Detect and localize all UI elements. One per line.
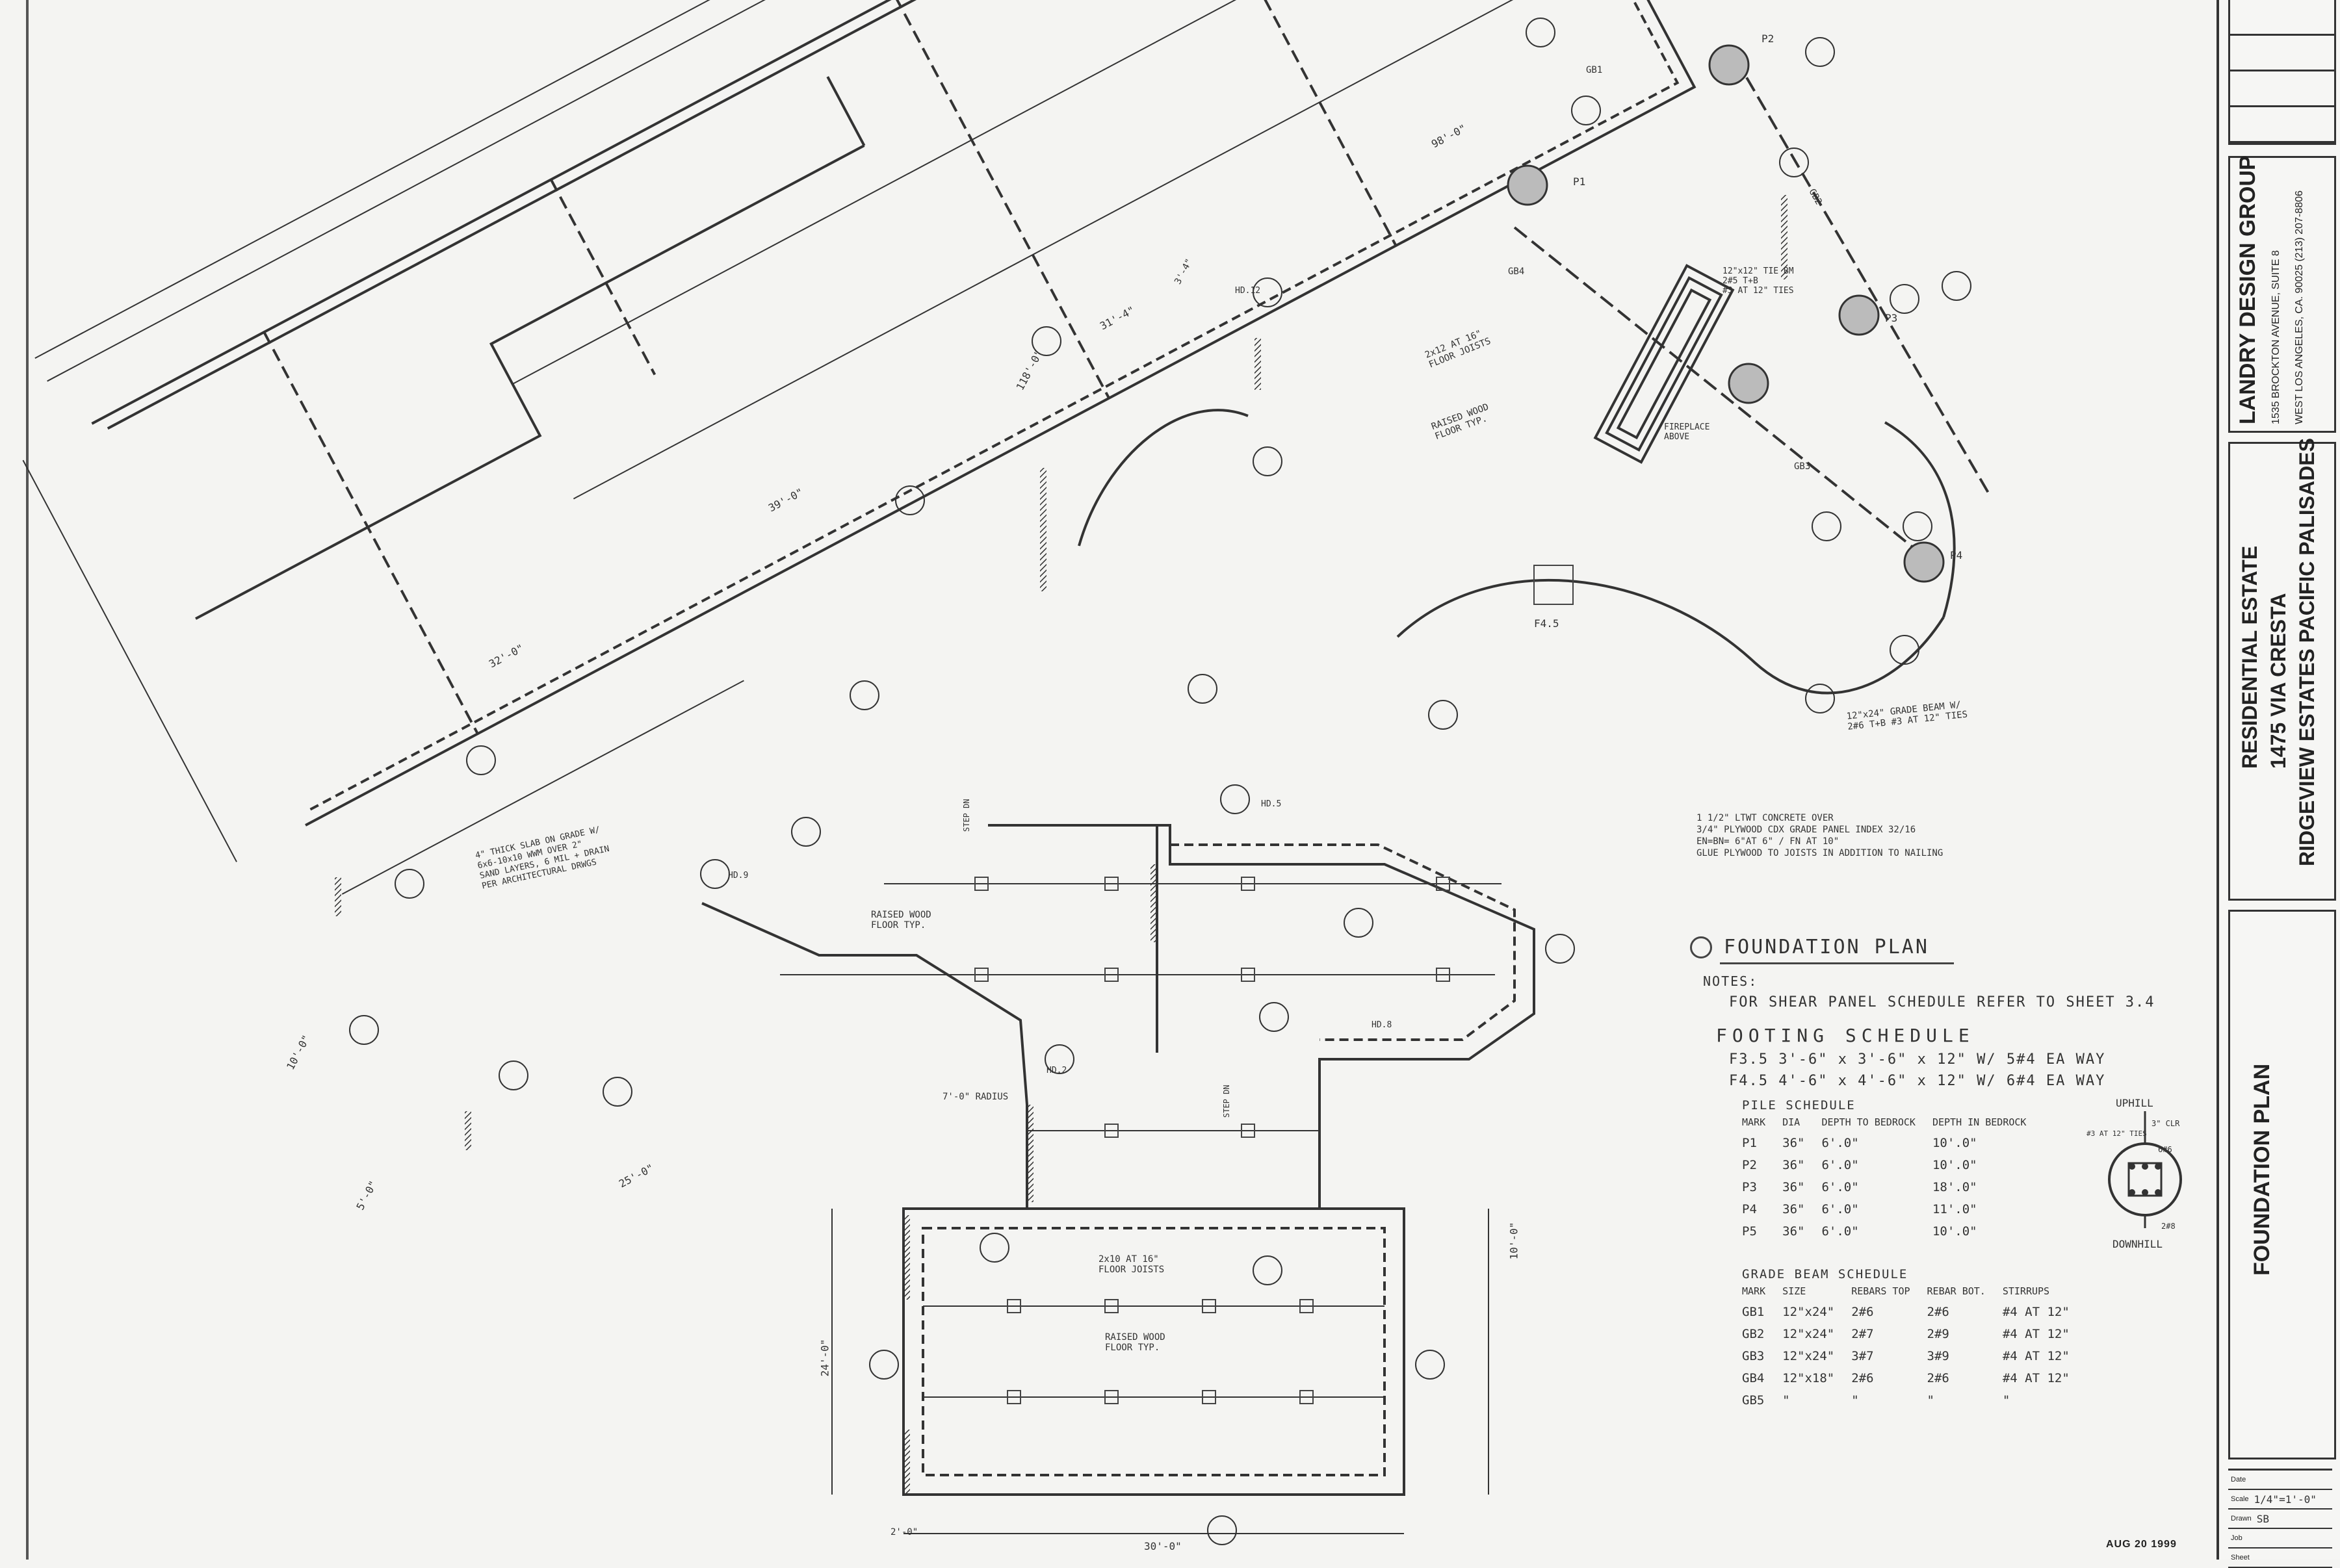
revision-grid	[2228, 0, 2336, 145]
dimension-label: 2'-0"	[890, 1527, 918, 1537]
project-line-2: 1475 VIA CRESTA	[2267, 593, 2290, 769]
bottom-wing	[831, 1207, 1489, 1534]
downhill-label: DOWNHILL	[2112, 1238, 2163, 1250]
raised-floor-note-1: RAISED WOOD FLOOR TYP.	[871, 910, 931, 931]
sheet-title-box: FOUNDATION PLAN	[2228, 910, 2336, 1459]
pile-label-p1: P1	[1573, 175, 1586, 188]
table-header: DEPTH TO BEDROCK	[1821, 1116, 1916, 1128]
radius-note: 7'-0" RADIUS	[942, 1092, 1009, 1102]
notes-label: NOTES:	[1703, 973, 1758, 989]
holdown-tag: HD.2	[1046, 1066, 1067, 1075]
tie-beam-note: 12"x12" TIE BM 2#5 T+B #3 AT 12" TIES	[1722, 266, 1794, 296]
project-box: RESIDENTIAL ESTATE 1475 VIA CRESTA RIDGE…	[2228, 438, 2336, 901]
sheet-title: FOUNDATION PLAN	[2250, 1063, 2274, 1276]
step-down-label: STEP DN	[1222, 1085, 1231, 1118]
pile-label-p2: P2	[1762, 32, 1774, 45]
table-header: DEPTH IN BEDROCK	[1932, 1116, 2027, 1128]
info-row-sheet: Sheet	[2228, 1549, 2332, 1568]
foundation-plan-title: FOUNDATION PLAN	[1724, 936, 1929, 958]
footing-row: F3.5 3'-6" x 3'-6" x 12" W/ 5#4 EA WAY	[1729, 1051, 2106, 1068]
table-header: DIA	[1782, 1116, 1800, 1128]
pile-schedule-title: PILE SCHEDULE	[1742, 1098, 1856, 1112]
uphill-label: UPHILL	[2116, 1097, 2153, 1109]
firm-name: LANDRY DESIGN GROUP	[2235, 155, 2260, 424]
pile-bot-label: 2#8	[2161, 1222, 2176, 1231]
grade-beam-schedule: GRADE BEAM SCHEDULE MARK SIZE REBARS TOP…	[1742, 1267, 2086, 1411]
fireplace	[1593, 264, 1735, 464]
lower-central-wing	[701, 824, 1535, 1210]
footing-label-f45: F4.5	[1534, 617, 1559, 630]
info-row-date: Date	[2228, 1471, 2332, 1490]
firm-city: WEST LOS ANGELES, CA. 90025 (213) 207-88…	[2294, 190, 2305, 424]
pile-section-icon	[2108, 1111, 2182, 1228]
foundation-notes: FOUNDATION PLAN NOTES: FOR SHEAR PANEL S…	[1690, 936, 2184, 1089]
dimension-label: 24'-0"	[818, 1339, 831, 1377]
holdown-tag: HD.12	[1235, 286, 1261, 296]
step-down-label: STEP DN	[962, 799, 971, 832]
plywood-note: 1 1/2" LTWT CONCRETE OVER 3/4" PLYWOOD C…	[1696, 813, 1944, 858]
floor-joists-note-2x10: 2x10 AT 16" FLOOR JOISTS	[1098, 1254, 1165, 1275]
footing-schedule-title: FOOTING SCHEDULE	[1716, 1025, 1975, 1046]
pile-schedule-table: MARK DIA DEPTH TO BEDROCK DEPTH IN BEDRO…	[1742, 1116, 2043, 1242]
firm-address: 1535 BROCKTON AVENUE, SUITE 8	[2270, 250, 2282, 424]
pile-ties-label: #3 AT 12" TIES	[2086, 1129, 2147, 1138]
dimension-label: 30'-0"	[1144, 1540, 1182, 1552]
grade-beam-schedule-title: GRADE BEAM SCHEDULE	[1742, 1267, 1908, 1281]
firm-box: LANDRY DESIGN GROUP 1535 BROCKTON AVENUE…	[2228, 155, 2336, 433]
sheet-border	[26, 0, 29, 1560]
holdown-tag: HD.9	[728, 871, 749, 880]
piles	[1507, 44, 1945, 583]
table-header: SIZE	[1782, 1285, 1806, 1297]
curved-wall	[1396, 578, 1945, 695]
footing-pads	[974, 565, 1574, 1404]
plan-title-bubble	[1690, 936, 1712, 958]
project-line-1: RESIDENTIAL ESTATE	[2238, 545, 2261, 769]
pile-label-p4: P4	[1950, 549, 1963, 561]
foundation-plan-drawing	[22, 0, 1990, 1545]
grade-beam-tag: GB4	[1508, 266, 1525, 277]
title-block: LANDRY DESIGN GROUP 1535 BROCKTON AVENUE…	[2216, 0, 2340, 1568]
table-header: REBARS TOP	[1851, 1285, 1910, 1297]
grade-beam-schedule-table: MARK SIZE REBARS TOP REBAR BOT. STIRRUPS…	[1742, 1285, 2086, 1411]
shear-walls	[335, 195, 1788, 1495]
pile-schedule: PILE SCHEDULE MARK DIA DEPTH TO BEDROCK …	[1742, 1098, 2043, 1242]
table-header: REBAR BOT.	[1927, 1285, 1986, 1297]
raised-floor-note-2: RAISED WOOD FLOOR TYP.	[1105, 1332, 1165, 1353]
pile-vert-label: 6#6	[2158, 1145, 2172, 1154]
date-stamp: AUG 20 1999	[2106, 1539, 2177, 1550]
dimension-label: 10'-0"	[1507, 1222, 1520, 1260]
grade-beam-tag: GB3	[1794, 461, 1811, 472]
grade-beam-line	[1734, 57, 1990, 495]
project-line-3: RIDGEVIEW ESTATES PACIFIC PALISADES	[2295, 437, 2319, 866]
fireplace-note: FIREPLACE ABOVE	[1664, 422, 1710, 442]
info-row-job: Job	[2228, 1529, 2332, 1549]
pile-clr-label: 3" CLR	[2152, 1119, 2180, 1128]
table-header: STIRRUPS	[2002, 1285, 2050, 1297]
holdown-tag: HD.5	[1261, 799, 1282, 809]
grade-beam-tag: GB1	[1586, 65, 1603, 75]
table-header: MARK	[1742, 1116, 1766, 1128]
table-row: GB5""""	[1742, 1393, 2010, 1407]
pile-label-p3: P3	[1885, 312, 1898, 324]
footing-row: F4.5 4'-6" x 4'-6" x 12" W/ 6#4 EA WAY	[1729, 1073, 2106, 1089]
holdown-tag: HD.8	[1372, 1020, 1392, 1030]
table-header: MARK	[1742, 1285, 1766, 1297]
section-callouts	[349, 18, 1971, 1545]
note-shear-panel: FOR SHEAR PANEL SCHEDULE REFER TO SHEET …	[1729, 994, 2155, 1010]
main-wing-outline	[22, 0, 1696, 895]
